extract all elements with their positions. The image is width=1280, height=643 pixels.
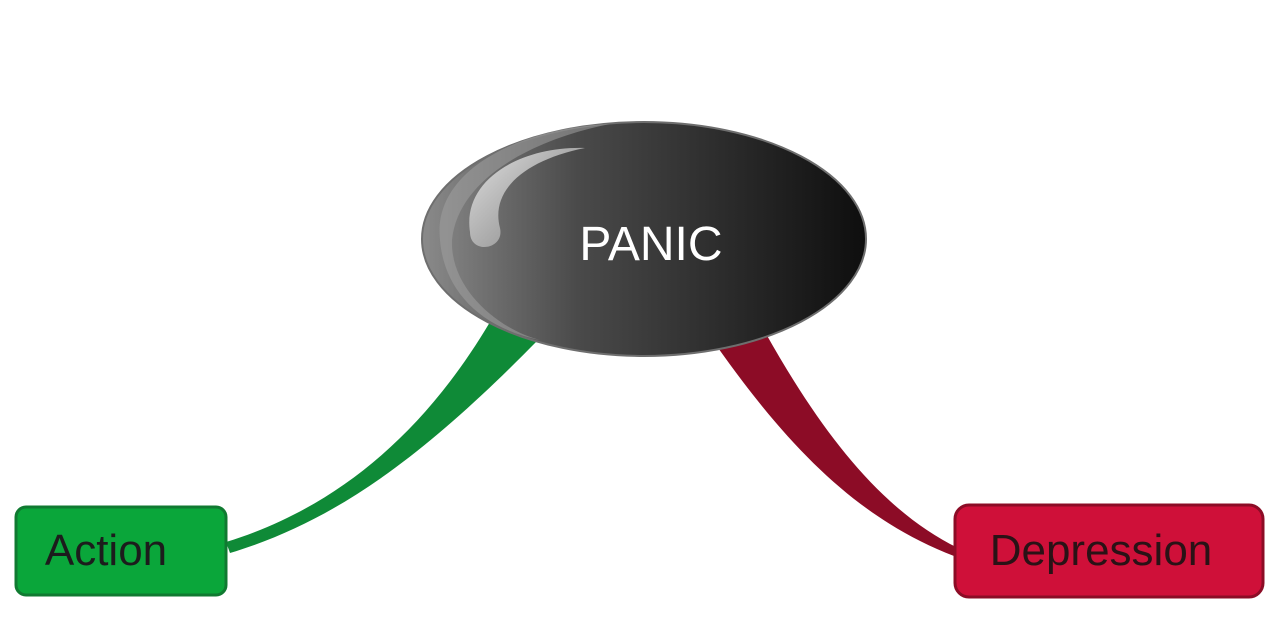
branch-node-depression-label: Depression [990, 526, 1213, 575]
branch-node-action[interactable]: Action [14, 505, 228, 597]
branch-node-action-box [14, 505, 228, 597]
branch-node-action-label: Action [45, 526, 167, 575]
branch-node-depression[interactable]: Depression [953, 503, 1265, 599]
connector-depression [716, 332, 958, 556]
central-topic-label: PANIC [579, 218, 722, 271]
central-topic-gloss [469, 147, 585, 248]
central-topic-rim-highlight [439, 124, 610, 340]
central-topic-shape [421, 121, 867, 357]
central-topic[interactable]: PANIC [421, 121, 867, 357]
connector-action [226, 322, 538, 553]
branch-node-depression-box [953, 503, 1265, 599]
